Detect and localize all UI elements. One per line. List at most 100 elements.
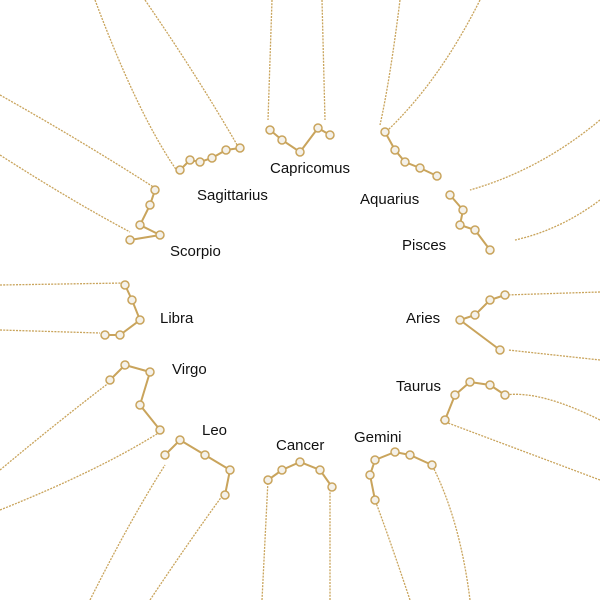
zircon-stone — [390, 447, 400, 457]
zircon-stone — [313, 123, 323, 133]
zircon-stone — [115, 330, 125, 340]
zircon-stone — [200, 450, 210, 460]
chain — [89, 464, 166, 600]
zircon-stone — [455, 315, 465, 325]
pendant-frame — [129, 189, 164, 241]
zircon-stone — [235, 143, 245, 153]
zircon-stone — [135, 400, 145, 410]
zircon-stone — [370, 455, 380, 465]
zircon-stone — [207, 153, 217, 163]
zircon-stone — [405, 450, 415, 460]
chain — [261, 479, 269, 600]
zircon-stone — [135, 220, 145, 230]
zircon-stone — [458, 205, 468, 215]
zircon-stone — [175, 165, 185, 175]
chain — [379, 0, 401, 126]
zircon-stone — [263, 475, 273, 485]
zircon-stone — [485, 245, 495, 255]
chain — [0, 94, 156, 189]
zircon-stone — [370, 495, 380, 505]
zircon-stone — [145, 200, 155, 210]
chain — [321, 0, 326, 121]
pendant-frame — [164, 438, 232, 496]
zircon-stone — [470, 310, 480, 320]
label-sagittarius: Sagittarius — [197, 187, 268, 204]
pendant-frame — [105, 284, 142, 336]
chain — [0, 282, 126, 286]
zircon-stone — [445, 190, 455, 200]
zircon-stone — [220, 490, 230, 500]
zircon-stone — [325, 130, 335, 140]
label-libra: Libra — [160, 310, 194, 327]
zircon-stone — [455, 220, 465, 230]
chain — [507, 349, 600, 361]
chain — [0, 431, 161, 511]
zircon-stone — [500, 290, 510, 300]
label-leo: Leo — [202, 422, 228, 439]
zircon-stone — [105, 375, 115, 385]
label-aquarius: Aquarius — [360, 191, 420, 208]
label-capricornus: Capricomus — [270, 160, 351, 177]
zircon-stone — [390, 145, 400, 155]
zircon-stone — [500, 390, 510, 400]
chain — [431, 464, 471, 600]
zircon-stone — [327, 482, 337, 492]
zircon-stone — [120, 280, 130, 290]
label-virgo: Virgo — [172, 361, 207, 378]
chain — [439, 419, 600, 481]
zircon-stone — [185, 155, 195, 165]
chain — [144, 0, 241, 151]
zircon-stone — [440, 415, 450, 425]
chain — [149, 491, 226, 600]
zircon-stone — [100, 330, 110, 340]
label-cancer: Cancer — [276, 437, 325, 454]
zircon-stone — [432, 171, 442, 181]
zircon-stone — [400, 157, 410, 167]
zircon-stone — [365, 470, 375, 480]
chain — [387, 0, 481, 131]
label-gemini: Gemini — [354, 429, 402, 446]
zircon-stone — [485, 380, 495, 390]
zircon-stone — [155, 230, 165, 240]
chain — [0, 154, 131, 233]
pendant-frame — [457, 294, 506, 351]
zircon-stone — [160, 450, 170, 460]
chain — [514, 199, 600, 241]
zircon-stone — [195, 157, 205, 167]
chain — [0, 381, 111, 471]
chain — [267, 0, 273, 121]
chain — [374, 499, 411, 600]
zircon-stone — [225, 465, 235, 475]
chain — [504, 291, 600, 296]
zircon-stone — [277, 465, 287, 475]
zircon-stone — [380, 127, 390, 137]
zircon-stone — [415, 163, 425, 173]
label-aries: Aries — [406, 310, 441, 327]
zircon-stone — [465, 377, 475, 387]
label-pisces: Pisces — [402, 237, 447, 254]
zircon-stone — [450, 390, 460, 400]
chain — [0, 329, 101, 334]
zircon-stone — [485, 295, 495, 305]
zircon-stone — [120, 360, 130, 370]
pendant-frame — [444, 380, 506, 421]
zircon-stone — [127, 295, 137, 305]
label-taurus: Taurus — [396, 378, 442, 395]
zircon-stone — [150, 185, 160, 195]
zircon-stone — [495, 345, 505, 355]
zircon-stone — [155, 425, 165, 435]
zircon-stone — [470, 225, 480, 235]
zircon-stone — [295, 457, 305, 467]
zircon-stone — [427, 460, 437, 470]
zircon-stone — [125, 235, 135, 245]
zircon-stone — [135, 315, 145, 325]
label-scorpio: Scorpio — [170, 243, 221, 260]
zircon-stone — [145, 367, 155, 377]
chain — [469, 119, 600, 191]
zircon-stone — [277, 135, 287, 145]
chain — [504, 393, 600, 421]
zircon-stone — [265, 125, 275, 135]
zircon-stone — [175, 435, 185, 445]
chain — [94, 0, 181, 176]
